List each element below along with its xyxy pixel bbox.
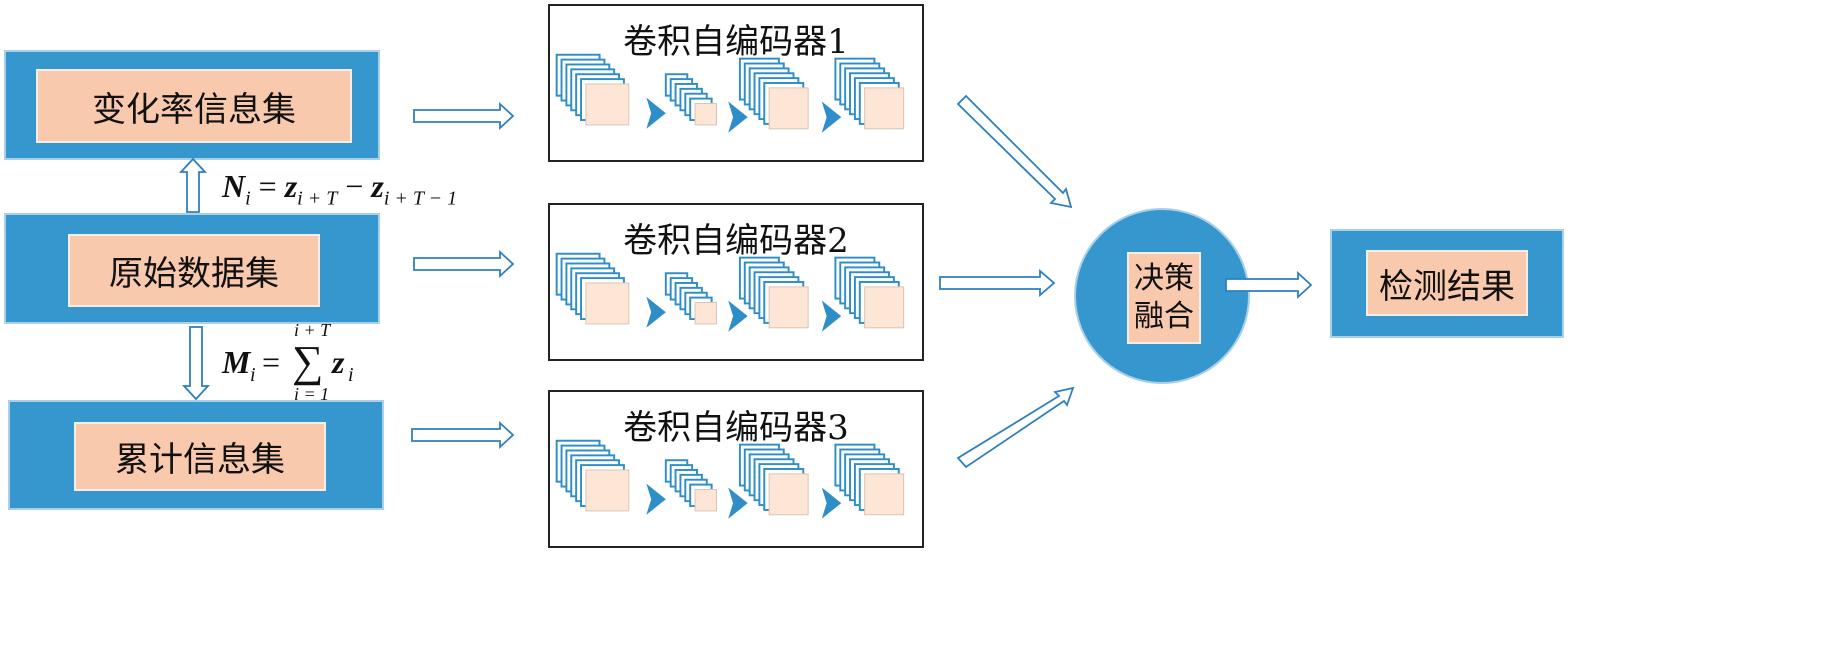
autoencoder-1-title: 卷积自编码器1 xyxy=(623,22,849,62)
decision-fusion-line1: 决策 xyxy=(1134,261,1194,296)
arrow-input3-to-ae3 xyxy=(411,420,515,450)
stack-input xyxy=(555,439,630,512)
feature-map-layer xyxy=(585,282,630,325)
formula-m: M i = i + T ∑ i = 1 z i xyxy=(222,320,354,404)
feature-map-layer xyxy=(694,488,717,512)
formula-n: Ni = zi + T − zi + T − 1 xyxy=(222,168,458,210)
detection-result-block: 检测结果 xyxy=(1330,229,1564,338)
feature-map-layer xyxy=(864,286,905,329)
layer-transition-arrow xyxy=(728,487,748,519)
decision-fusion-line2: 融合 xyxy=(1134,299,1194,334)
feature-map-layer xyxy=(768,87,809,130)
cumulative-block: 累计信息集 xyxy=(8,400,384,510)
feature-map-layer xyxy=(694,301,717,325)
stack-output xyxy=(834,443,905,516)
feature-map-layer xyxy=(585,83,630,126)
feature-map-layer xyxy=(585,469,630,512)
layer-transition-arrow xyxy=(728,300,748,332)
feature-map-layer xyxy=(768,473,809,516)
feature-map-layer xyxy=(864,87,905,130)
arrow-ae1-to-fusion xyxy=(956,94,1073,209)
autoencoder-3-title: 卷积自编码器3 xyxy=(623,408,849,448)
change-rate-block: 变化率信息集 xyxy=(4,50,380,160)
decision-fusion-label: 决策 融合 xyxy=(1127,252,1201,344)
change-rate-set-label: 变化率信息集 xyxy=(36,69,352,143)
raw-data-block: 原始数据集 xyxy=(4,213,380,324)
autoencoder-1: 卷积自编码器1 xyxy=(548,4,924,162)
stack-decoder xyxy=(738,57,809,130)
arrow-ae3-to-fusion xyxy=(956,386,1075,469)
layer-transition-arrow xyxy=(646,296,666,328)
autoencoder-3: 卷积自编码器3 xyxy=(548,390,924,548)
stack-decoder xyxy=(738,443,809,516)
layer-transition-arrow xyxy=(646,97,666,129)
stack-encoded xyxy=(664,73,717,126)
layer-transition-arrow xyxy=(821,487,842,519)
feature-map-layer xyxy=(768,286,809,329)
detection-result-label: 检测结果 xyxy=(1366,250,1528,316)
layer-transition-arrow xyxy=(821,101,842,133)
arrow-raw-to-change-rate xyxy=(178,157,208,213)
stack-encoded xyxy=(664,459,717,512)
arrow-input1-to-ae1 xyxy=(413,101,515,131)
layer-transition-arrow xyxy=(646,483,666,515)
stack-encoded xyxy=(664,272,717,325)
arrow-raw-to-cumulative xyxy=(181,326,211,401)
cumulative-set-label: 累计信息集 xyxy=(74,422,326,491)
layer-transition-arrow xyxy=(728,101,748,133)
autoencoder-2: 卷积自编码器2 xyxy=(548,203,924,361)
arrow-ae2-to-fusion xyxy=(939,269,1056,297)
autoencoder-3-layers xyxy=(555,439,905,519)
stack-input xyxy=(555,252,630,325)
layer-transition-arrow xyxy=(821,300,842,332)
arrow-input2-to-ae2 xyxy=(413,249,515,279)
stack-input xyxy=(555,53,630,126)
autoencoder-2-title: 卷积自编码器2 xyxy=(623,221,849,261)
autoencoder-1-layers xyxy=(555,53,905,133)
stack-output xyxy=(834,57,905,130)
raw-data-set-label: 原始数据集 xyxy=(68,234,320,307)
arrow-fusion-to-result xyxy=(1225,270,1313,300)
stack-decoder xyxy=(738,256,809,329)
decision-fusion-node: 决策 融合 xyxy=(1074,208,1250,384)
feature-map-layer xyxy=(694,102,717,126)
autoencoder-2-layers xyxy=(555,252,905,332)
feature-map-layer xyxy=(864,473,905,516)
stack-output xyxy=(834,256,905,329)
